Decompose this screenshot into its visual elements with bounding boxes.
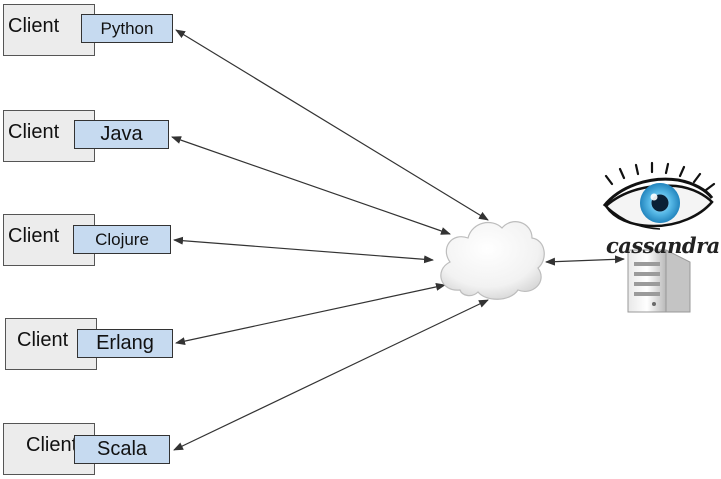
- connector-clojure: [173, 236, 434, 264]
- client-box-scala: Client: [3, 423, 95, 475]
- language-box-java: Java: [74, 120, 169, 149]
- cassandra-label: cassandra: [606, 233, 720, 258]
- connector-cloud-server: [545, 255, 625, 266]
- connector-python: [175, 29, 489, 221]
- connections: [171, 29, 625, 451]
- client-label: Client: [8, 121, 60, 143]
- connector-scala: [173, 299, 489, 451]
- language-box-scala: Scala: [74, 435, 170, 464]
- eye-icon: [602, 161, 716, 230]
- language-box-clojure: Clojure: [73, 225, 171, 254]
- client-label: Client: [8, 225, 60, 247]
- client-label: Client: [26, 434, 78, 456]
- language-box-erlang: Erlang: [77, 329, 173, 358]
- connector-erlang: [175, 282, 446, 346]
- server-tower-icon: [627, 249, 691, 313]
- cloud-icon: [440, 221, 545, 300]
- client-label: Client: [8, 15, 60, 37]
- client-label: Client: [17, 329, 69, 351]
- client-box-clojure: Client: [3, 214, 95, 266]
- language-box-python: Python: [81, 14, 173, 43]
- connector-java: [171, 136, 451, 235]
